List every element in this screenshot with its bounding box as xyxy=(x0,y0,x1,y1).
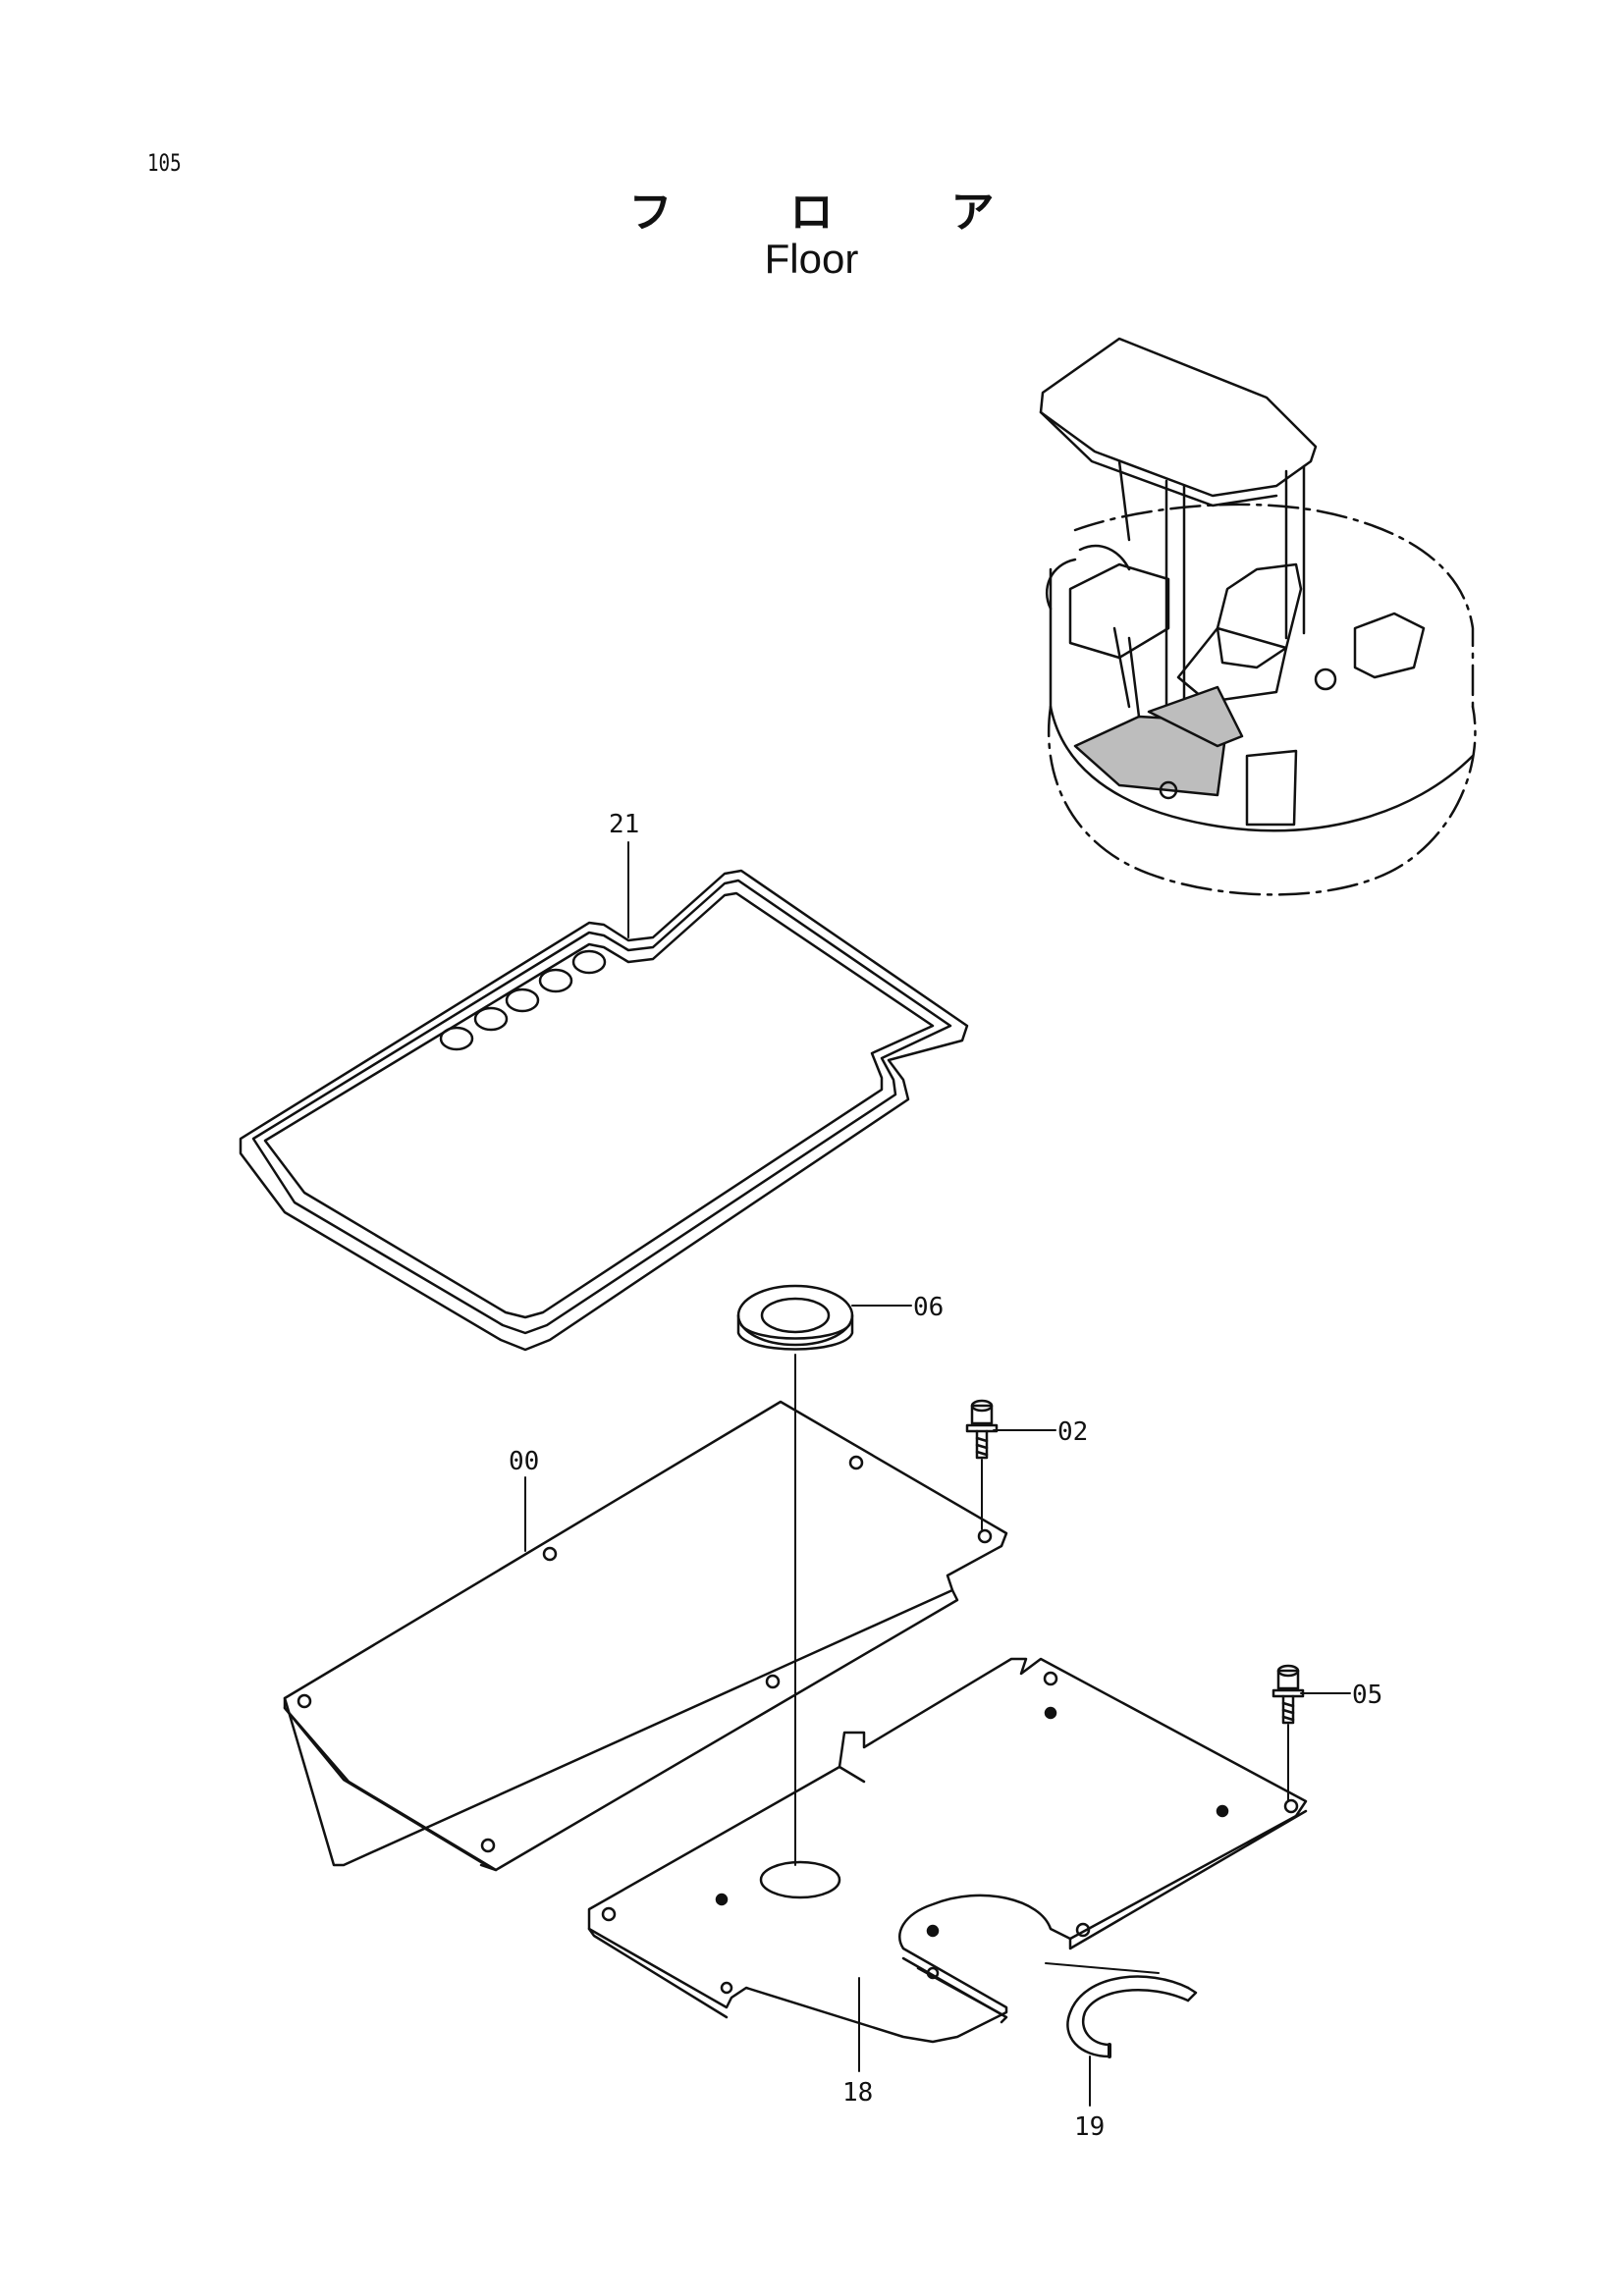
callout-05: 05 xyxy=(1352,1681,1382,1710)
part-19-edge-trim xyxy=(1066,1975,1198,2058)
callout-18: 18 xyxy=(842,2078,873,2108)
callout-06: 06 xyxy=(913,1293,944,1322)
title-english: Floor xyxy=(764,236,859,282)
part-02-bolt xyxy=(965,1399,999,1460)
callout-21: 21 xyxy=(609,810,639,839)
assembly-centerline-trim xyxy=(1045,1962,1160,1974)
callout-02: 02 xyxy=(1057,1417,1088,1447)
part-06-grommet xyxy=(736,1284,854,1351)
part-18-lower-plate xyxy=(587,1657,1308,2044)
part-05-bolt xyxy=(1271,1664,1305,1725)
page-number: 105 xyxy=(147,149,182,177)
part-21-floor-mat xyxy=(239,869,969,1352)
machine-overview-illustration xyxy=(1039,337,1477,896)
callout-19: 19 xyxy=(1074,2112,1105,2142)
title-japanese: フロア xyxy=(628,187,1112,238)
callout-00: 00 xyxy=(509,1447,539,1476)
part-00-floor-plate xyxy=(283,1400,1008,1872)
